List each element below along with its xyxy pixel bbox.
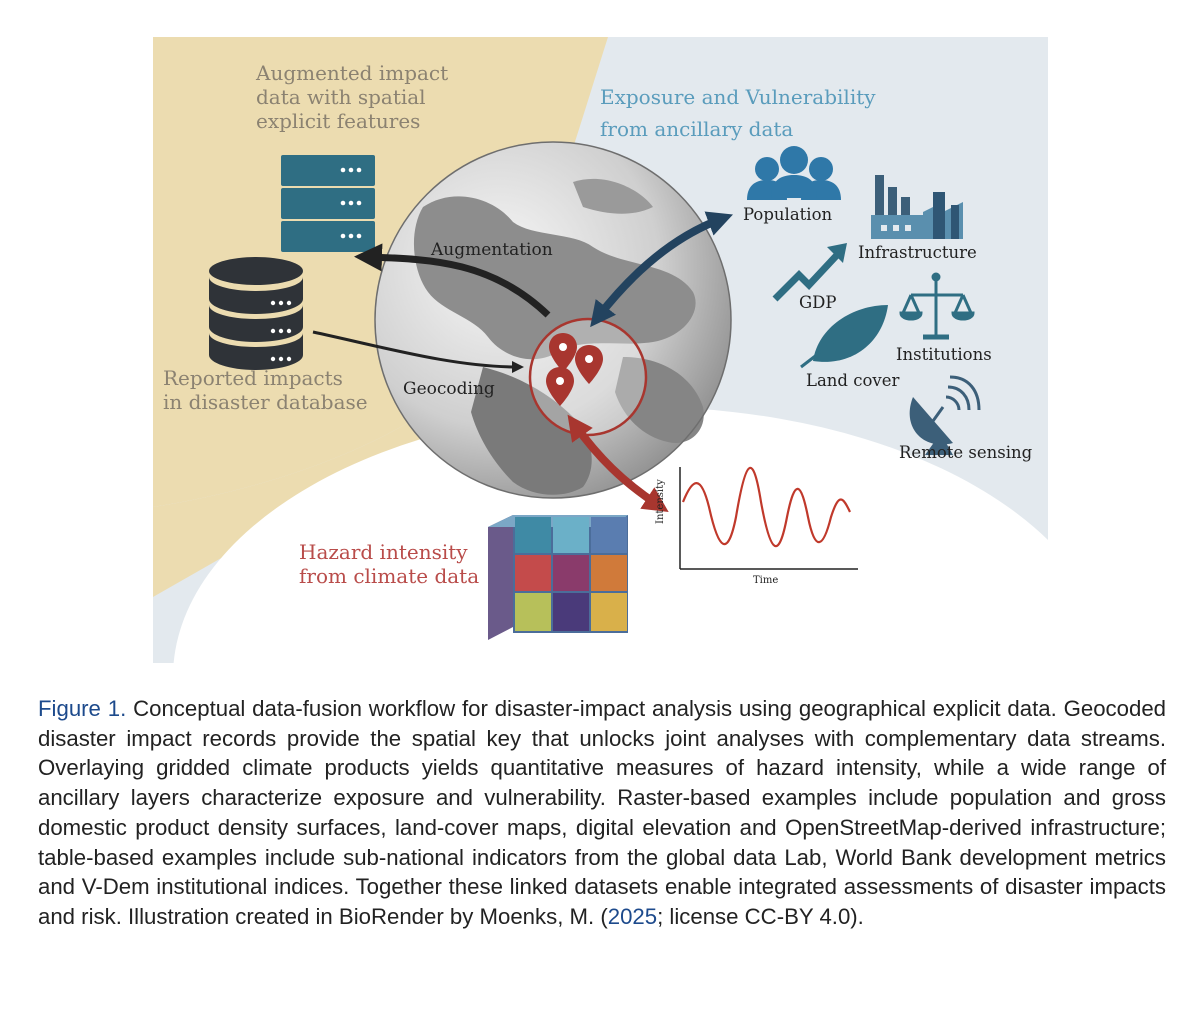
exposure-label: Exposure and Vulnerability from ancillar…	[600, 81, 876, 145]
population-icon	[747, 146, 841, 200]
server-stack-icon	[281, 155, 375, 252]
globe-icon	[374, 141, 732, 499]
gdp-label: GDP	[799, 293, 837, 312]
factory-icon	[871, 175, 963, 239]
augmented-label-line-1: Augmented impact	[256, 61, 449, 85]
augmented-label: Augmented impact data with spatial expli…	[256, 61, 448, 133]
exposure-arrow	[590, 211, 733, 328]
scales-icon	[899, 272, 975, 340]
caption-tail: ; license CC-BY 4.0).	[657, 903, 864, 929]
reported-label: Reported impacts in disaster database	[163, 366, 368, 414]
figure-canvas	[153, 37, 1048, 663]
augmented-label-line-3: explicit features	[256, 109, 421, 133]
leaf-icon	[800, 305, 888, 369]
climate-data-cube	[488, 515, 628, 640]
satellite-dish-icon	[909, 375, 981, 455]
citation-year-link[interactable]: 2025	[607, 903, 658, 929]
remote-sensing-label: Remote sensing	[899, 443, 1033, 462]
infrastructure-label: Infrastructure	[858, 243, 977, 262]
augmentation-arrow	[354, 243, 551, 318]
augmented-label-line-2: data with spatial	[256, 85, 426, 109]
caption-paragraph: Figure 1. Conceptual data-fusion workflo…	[38, 694, 1166, 932]
augmentation-label: Augmentation	[431, 240, 553, 260]
figure-number: Figure 1.	[38, 696, 127, 721]
database-icon	[209, 257, 303, 370]
institutions-label: Institutions	[896, 345, 992, 364]
hazard-label-line-2: from climate data	[299, 564, 480, 588]
caption-body: Conceptual data-fusion workflow for disa…	[38, 696, 1166, 929]
figure-caption: Figure 1. Conceptual data-fusion workflo…	[38, 694, 1166, 932]
population-label: Population	[743, 205, 833, 224]
exposure-label-line-2: from ancillary data	[600, 117, 794, 141]
intensity-chart	[679, 466, 858, 570]
exposure-label-line-1: Exposure and Vulnerability	[600, 85, 876, 109]
geocoding-arrow	[312, 330, 524, 373]
reported-label-line-1: Reported impacts	[163, 366, 343, 390]
intensity-wave	[681, 466, 851, 548]
map-pin-icons	[546, 333, 603, 406]
hazard-arrow	[567, 414, 669, 513]
reported-label-line-2: in disaster database	[163, 390, 368, 414]
gdp-arrowhead-icon	[827, 243, 847, 263]
hazard-label-line-1: Hazard intensity	[299, 540, 468, 564]
land-cover-label: Land cover	[806, 371, 900, 390]
chart-x-label: Time	[753, 575, 779, 586]
hazard-label: Hazard intensity from climate data	[299, 540, 479, 588]
geocoding-label: Geocoding	[403, 379, 495, 399]
gdp-trend-icon	[772, 252, 840, 302]
figure-illustration: Augmented impact data with spatial expli…	[153, 37, 1048, 663]
chart-y-label: Intensity	[655, 479, 666, 524]
